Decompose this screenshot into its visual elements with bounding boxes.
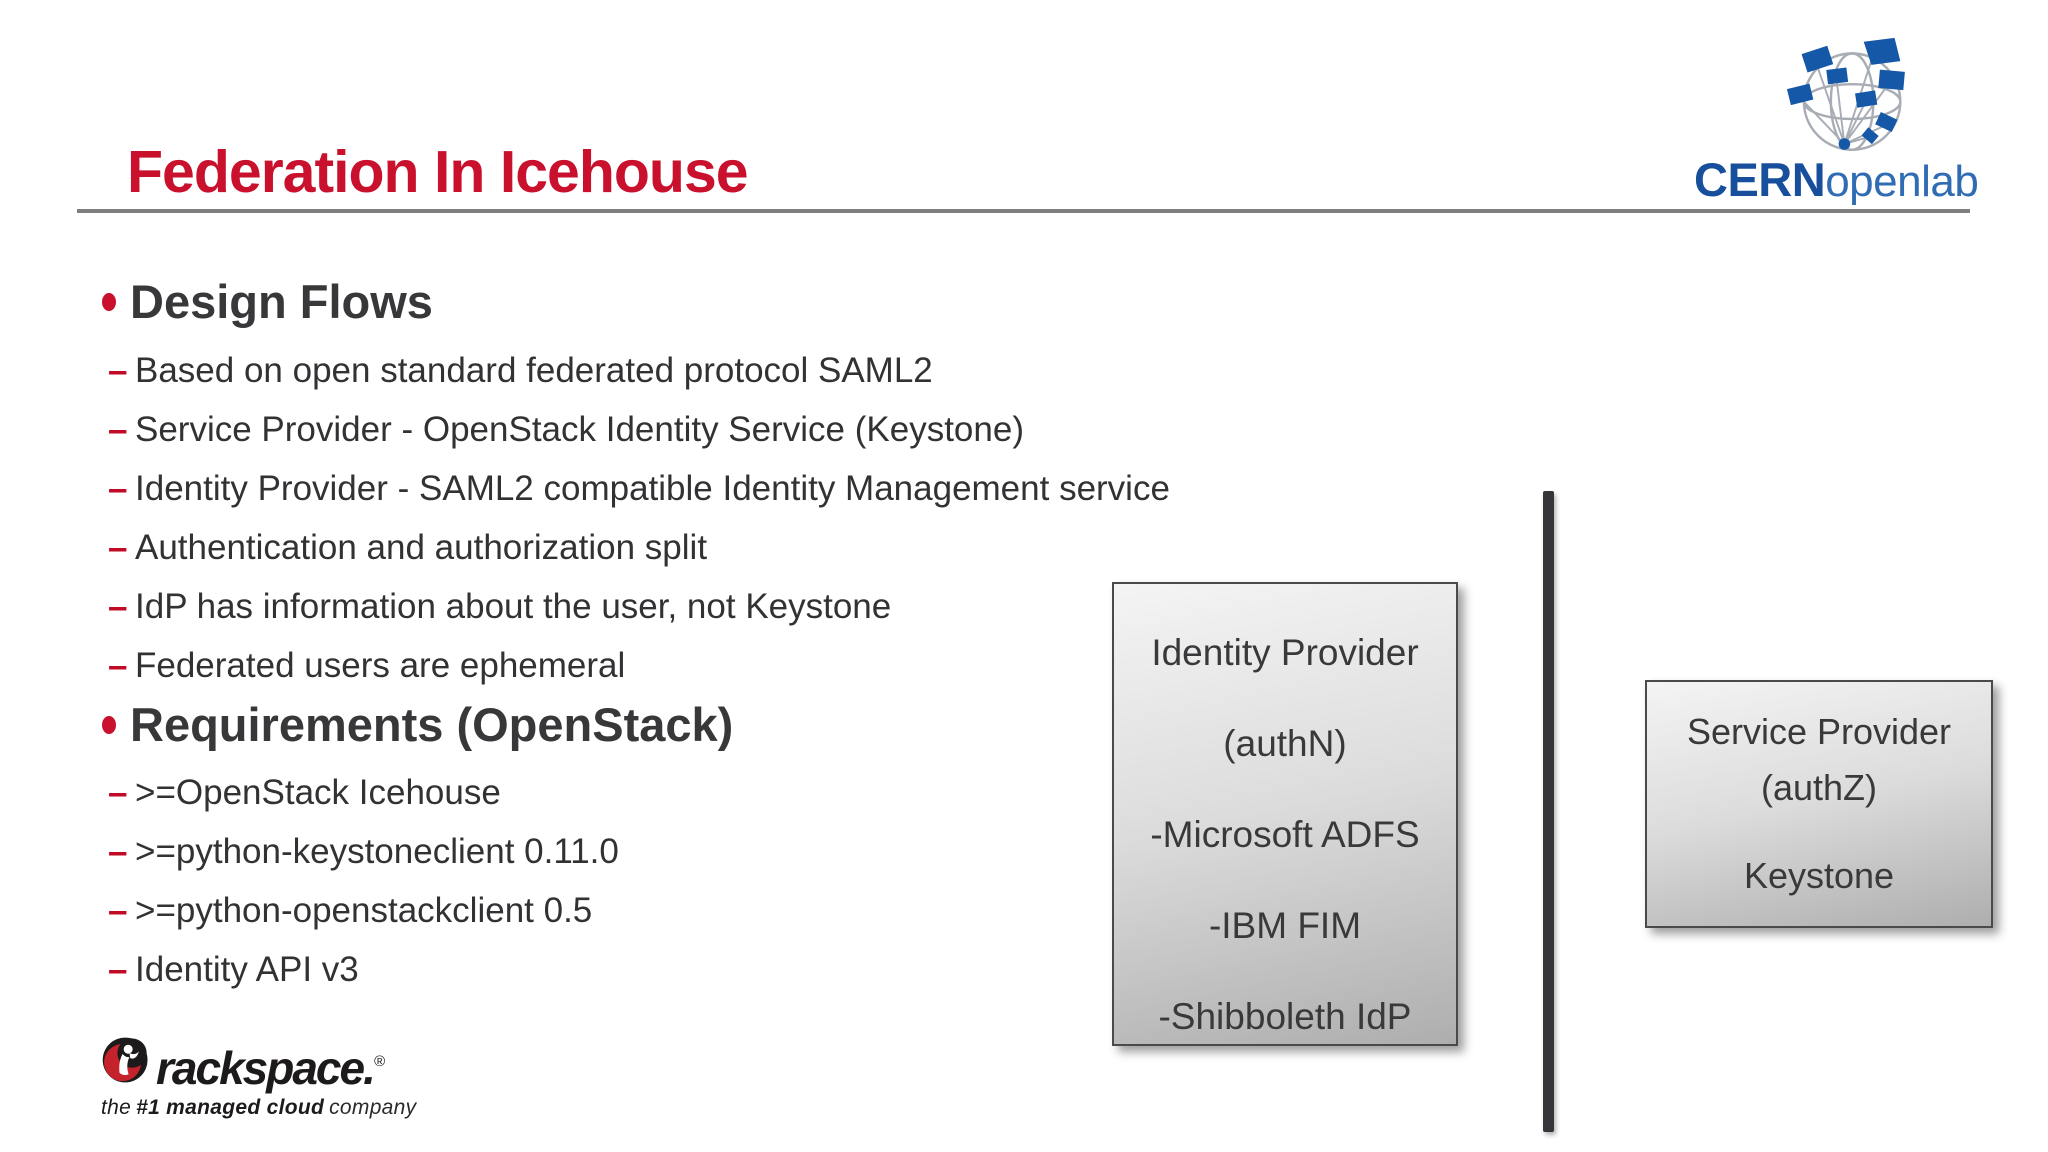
tagline-post: company [329,1096,417,1119]
idp-box-line: -Microsoft ADFS [1150,814,1420,855]
idp-box-line: -Shibboleth IdP [1158,996,1412,1037]
section-heading-design-flows: Design Flows [100,271,433,333]
openlab-text: openlab [1825,157,1979,206]
identity-provider-box: Identity Provider (authN) -Microsoft ADF… [1112,582,1458,1046]
section-heading-requirements: Requirements (OpenStack) [100,694,733,756]
list-item: Authentication and authorization split [100,518,1170,577]
sp-box-line: Service Provider [1686,711,1952,752]
cern-brand-text: CERN [1694,153,1826,206]
list-item: Identity Provider - SAML2 compatible Ide… [100,459,1170,518]
registered-mark: ® [373,1053,385,1070]
rackspace-wordmark: rackspace.® [156,1034,385,1096]
tagline-pre: the [101,1096,132,1119]
list-item: IdP has information about the user, not … [100,577,1170,636]
list-item: >=python-keystoneclient 0.11.0 [100,822,619,881]
tagline-bold: #1 managed cloud [136,1096,325,1119]
list-item: >=python-openstackclient 0.5 [100,881,619,940]
cern-openlab-logo: CERNopenlab [1694,30,1979,210]
rackspace-emblem-icon [102,1037,148,1083]
idp-box-line: Identity Provider [1151,632,1419,673]
list-item: Based on open standard federated protoco… [100,341,1170,400]
idp-box-line: (authN) [1223,723,1347,764]
list-item: >=OpenStack Icehouse [100,763,619,822]
list-item: Identity API v3 [100,940,619,999]
title-underline [77,209,1970,213]
globe-network-icon [1786,37,1905,151]
bullet-list-requirements: >=OpenStack Icehouse >=python-keystonecl… [100,763,619,999]
sp-box-line: Keystone [1743,855,1895,896]
list-item: Federated users are ephemeral [100,636,1170,695]
list-item: Service Provider - OpenStack Identity Se… [100,400,1170,459]
vertical-divider-bar [1543,491,1554,1132]
idp-box-line: -IBM FIM [1208,905,1362,946]
service-provider-box: Service Provider (authZ) Keystone [1645,680,1993,928]
rackspace-brand-text: rackspace. [156,1042,376,1094]
sp-box-line: (authZ) [1760,767,1878,808]
cern-wordmark: CERNopenlab [1694,152,1979,207]
page-title: Federation In Icehouse [127,139,749,205]
bullet-list-design-flows: Based on open standard federated protoco… [100,341,1170,695]
